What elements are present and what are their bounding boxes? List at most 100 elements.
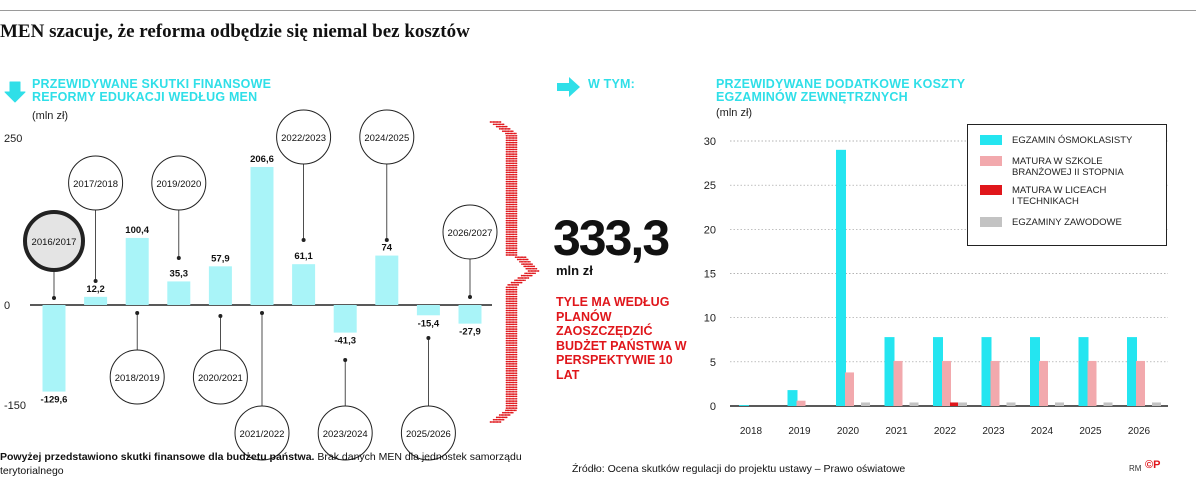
brace-dot [508, 330, 511, 333]
brace-dot [509, 208, 512, 210]
brace-dot [529, 274, 532, 277]
copyright-logo: ©P [1145, 459, 1161, 471]
brace-dot [515, 132, 517, 135]
brace-dot [515, 346, 518, 349]
brace-dot [509, 196, 512, 199]
brace-dot [514, 155, 516, 158]
brace-dot [515, 249, 518, 252]
brace-dot [507, 311, 509, 314]
brace-dot [511, 189, 514, 192]
brace-dot [514, 363, 516, 365]
brace-dot [532, 272, 535, 275]
brace-dot [512, 409, 514, 412]
brace-dot [514, 233, 516, 236]
brace-dot [515, 208, 518, 210]
brace-dot [512, 189, 515, 192]
brace-dot [505, 155, 508, 158]
brace-dot [511, 395, 514, 398]
brace-dot [523, 277, 525, 279]
brace-dot [519, 256, 521, 259]
brace-dot [512, 360, 515, 363]
brace-dot [525, 267, 528, 270]
left-bar [167, 281, 191, 305]
brace-dot [511, 222, 514, 224]
brace-dot [508, 400, 511, 402]
brace-dot [505, 192, 508, 194]
brace-dot [507, 212, 509, 215]
brace-dot [515, 281, 517, 284]
brace-dot [515, 150, 518, 153]
brace-dot [514, 339, 516, 342]
brace-dot [508, 293, 511, 296]
brace-dot [507, 183, 509, 185]
brace-dot [514, 141, 516, 144]
page-title: MEN szacuje, że reforma odbędzie się nie… [0, 21, 470, 42]
left-bar [125, 237, 149, 305]
brace-dot [514, 251, 516, 254]
brace-dot [496, 421, 499, 423]
brace-dot [498, 421, 500, 423]
brace-dot [505, 379, 508, 382]
brace-dot [515, 247, 518, 249]
brace-dot [508, 150, 511, 153]
brace-dot [505, 231, 508, 233]
brace-dot [507, 360, 509, 363]
brace-dot [511, 196, 514, 199]
brace-dot [508, 318, 511, 321]
brace-dot [514, 291, 516, 293]
brace-dot [512, 363, 515, 365]
brace-dot [511, 176, 514, 178]
brace-dot [507, 210, 509, 213]
brace-dot [511, 353, 514, 356]
brace-dot [509, 244, 512, 247]
brace-dot [509, 377, 512, 379]
brace-dot [521, 260, 524, 263]
right-bar [1078, 337, 1089, 406]
brace-dot [505, 183, 508, 185]
brace-dot [507, 342, 509, 344]
brace-dot [509, 203, 512, 206]
left-bubble-dot [176, 256, 181, 260]
left-bubble-dot [93, 279, 98, 283]
brace-dot [521, 263, 523, 265]
brace-dot [494, 418, 496, 421]
brace-dot [507, 199, 509, 201]
right-x-tick-label: 2023 [982, 426, 1005, 437]
brace-dot [512, 293, 515, 296]
brace-dot [520, 256, 523, 259]
brace-dot [509, 139, 512, 142]
brace-dot [511, 169, 514, 171]
brace-dot [505, 178, 508, 181]
brace-dot [497, 125, 499, 128]
brace-dot [524, 279, 526, 282]
brace-dot [507, 146, 509, 149]
brace-dot [507, 180, 509, 183]
brace-dot [512, 379, 515, 382]
brace-dot [508, 328, 511, 330]
brace-dot [492, 418, 495, 421]
brace-dot [508, 304, 511, 307]
brace-dot [512, 288, 515, 291]
left-year-label: 2016/2017 [32, 237, 77, 248]
brace-dot [514, 178, 516, 181]
brace-dot [510, 411, 513, 414]
brace-dot [511, 323, 514, 326]
brace-dot [507, 166, 509, 169]
brace-dot [521, 279, 523, 282]
brace-dot [531, 263, 533, 265]
brace-dot [508, 203, 511, 206]
brace-dot [525, 258, 528, 261]
brace-dot [512, 404, 515, 407]
brace-dot [508, 349, 511, 351]
brace-dot [495, 125, 498, 128]
brace-dot [505, 144, 508, 146]
brace-dot [512, 251, 515, 254]
right-y-tick-label: 0 [710, 401, 716, 413]
brace-dot [511, 192, 514, 194]
brace-dot [505, 356, 508, 358]
right-heading: PRZEWIDYWANE DODATKOWE KOSZTY EGZAMINÓW … [716, 77, 966, 104]
brace-dot [512, 388, 515, 391]
brace-dot [507, 309, 509, 312]
brace-dot [528, 274, 530, 277]
brace-dot [508, 302, 511, 305]
